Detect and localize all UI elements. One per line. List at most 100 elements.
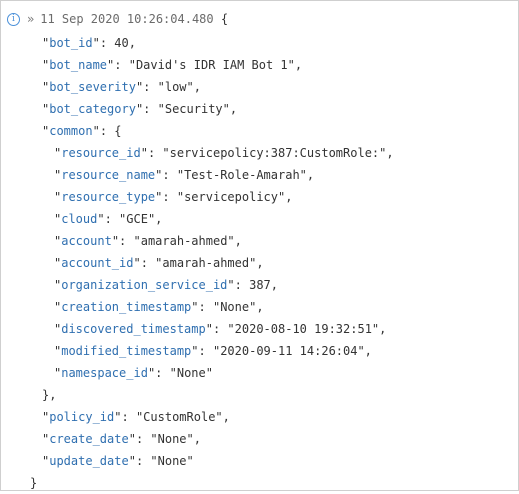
common-field-namespace_id: "namespace_id": "None": [1, 362, 394, 384]
key-separator: ":: [97, 212, 120, 226]
key-quote: ": [54, 344, 62, 358]
key-quote: ": [42, 58, 50, 72]
key-separator: ":: [205, 322, 228, 336]
key-separator: ":: [140, 146, 163, 160]
key-separator: ":: [92, 36, 115, 50]
key-quote: ": [42, 80, 50, 94]
key-quote: ": [42, 410, 50, 424]
key-quote: ": [42, 432, 50, 446]
json-key: common: [49, 124, 93, 138]
key-separator: ":: [114, 410, 136, 424]
key-quote: ": [54, 256, 62, 270]
json-key: discovered_timestamp: [61, 322, 206, 336]
object-open: ": {: [92, 124, 122, 138]
key-quote: ": [54, 366, 62, 380]
json-key: organization_service_id: [61, 278, 228, 292]
json-key: namespace_id: [61, 366, 148, 380]
json-key: account: [61, 234, 112, 248]
key-separator: ":: [155, 168, 177, 182]
json-value: "None": [150, 454, 194, 468]
json-key: create_date: [49, 432, 129, 446]
open-brace: [214, 12, 221, 26]
expand-chevron-icon[interactable]: »: [27, 12, 35, 26]
common-close-brace: },: [42, 388, 57, 402]
json-value: "David's IDR IAM Bot 1",: [128, 58, 303, 72]
field-bot_severity: "bot_severity": "low",: [1, 76, 394, 98]
json-key: resource_name: [61, 168, 156, 182]
common-field-resource_type: "resource_type": "servicepolicy",: [1, 186, 394, 208]
field-bot_id: "bot_id": 40,: [1, 32, 394, 54]
key-quote: ": [54, 146, 62, 160]
log-entry-header[interactable]: i » 11 Sep 2020 10:26:04.480 {: [7, 10, 228, 28]
json-value: 387,: [249, 278, 278, 292]
key-quote: ": [54, 168, 62, 182]
key-separator: ":: [111, 234, 134, 248]
json-value: 40,: [114, 36, 136, 50]
key-separator: ":: [128, 432, 151, 446]
key-quote: ": [42, 36, 50, 50]
common-field-creation_timestamp: "creation_timestamp": "None",: [1, 296, 394, 318]
json-value: "Test-Role-Amarah",: [176, 168, 315, 182]
field-bot_category: "bot_category": "Security",: [1, 98, 394, 120]
key-quote: ": [54, 212, 62, 226]
key-quote: ": [42, 454, 50, 468]
key-quote: ": [54, 300, 62, 314]
log-timestamp: 11 Sep 2020 10:26:04.480: [40, 12, 214, 26]
json-value: "GCE",: [119, 212, 163, 226]
json-value: "None": [169, 366, 213, 380]
common-field-account: "account": "amarah-ahmed",: [1, 230, 394, 252]
json-key: bot_name: [49, 58, 108, 72]
field-update_date: "update_date": "None": [1, 450, 394, 472]
open-brace-char: {: [220, 12, 229, 26]
common-field-resource_name: "resource_name": "Test-Role-Amarah",: [1, 164, 394, 186]
json-key: cloud: [61, 212, 98, 226]
common-field-modified_timestamp: "modified_timestamp": "2020-09-11 14:26:…: [1, 340, 394, 362]
json-key: resource_type: [61, 190, 156, 204]
key-quote: ": [54, 322, 62, 336]
field-bot_name: "bot_name": "David's IDR IAM Bot 1",: [1, 54, 394, 76]
json-value: "low",: [157, 80, 201, 94]
json-key: resource_id: [61, 146, 141, 160]
info-icon[interactable]: i: [7, 12, 20, 26]
json-value: "servicepolicy",: [176, 190, 293, 204]
key-separator: ":: [191, 344, 213, 358]
common-field-account_id: "account_id": "amarah-ahmed",: [1, 252, 394, 274]
key-quote: ": [42, 124, 50, 138]
key-separator: ":: [155, 190, 177, 204]
key-separator: ":: [133, 256, 156, 270]
json-value: "None",: [212, 300, 264, 314]
field-policy_id: "policy_id": "CustomRole",: [1, 406, 394, 428]
json-value: "CustomRole",: [135, 410, 230, 424]
json-body: "bot_id": 40,"bot_name": "David's IDR IA…: [1, 32, 394, 494]
json-value: "Security",: [157, 102, 238, 116]
common-field-cloud: "cloud": "GCE",: [1, 208, 394, 230]
json-key: update_date: [49, 454, 129, 468]
json-value: "None",: [150, 432, 201, 446]
key-separator: ":: [135, 102, 158, 116]
json-value: "2020-08-10 19:32:51",: [227, 322, 387, 336]
key-separator: ":: [107, 58, 129, 72]
key-separator: ":: [128, 454, 151, 468]
common-field-organization_service_id: "organization_service_id": 387,: [1, 274, 394, 296]
key-quote: ": [54, 234, 62, 248]
json-key: bot_severity: [49, 80, 136, 94]
json-value: "servicepolicy:387:CustomRole:",: [162, 146, 394, 160]
json-key: policy_id: [49, 410, 115, 424]
key-separator: ":: [135, 80, 158, 94]
json-value: "amarah-ahmed",: [133, 234, 242, 248]
json-value: "amarah-ahmed",: [155, 256, 264, 270]
json-key: modified_timestamp: [61, 344, 192, 358]
field-create_date: "create_date": "None",: [1, 428, 394, 450]
key-separator: ":: [147, 366, 170, 380]
key-separator: ":: [227, 278, 250, 292]
common-field-discovered_timestamp: "discovered_timestamp": "2020-08-10 19:3…: [1, 318, 394, 340]
key-quote: ": [54, 278, 62, 292]
common-field-resource_id: "resource_id": "servicepolicy:387:Custom…: [1, 142, 394, 164]
field-common[interactable]: "common": {: [1, 120, 394, 142]
json-key: account_id: [61, 256, 134, 270]
key-quote: ": [42, 102, 50, 116]
key-quote: ": [54, 190, 62, 204]
json-value: "2020-09-11 14:26:04",: [212, 344, 372, 358]
key-separator: ":: [191, 300, 213, 314]
